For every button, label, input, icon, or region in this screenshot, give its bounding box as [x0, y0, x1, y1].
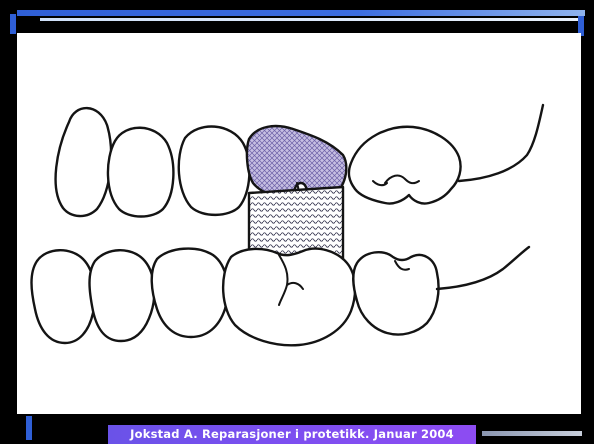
lower-gumline: [437, 247, 529, 289]
lower-tooth-1: [32, 250, 95, 343]
dental-bridge-illustration: [17, 33, 581, 414]
slide-caption: Jokstad A. Reparasjoner i protetikk. Jan…: [108, 425, 476, 444]
lower-tooth-5: [353, 252, 438, 334]
bottom-left-corner-bar: [26, 416, 32, 440]
upper-gumline: [459, 105, 543, 181]
lower-tooth-3: [152, 249, 228, 337]
upper-arch: [56, 105, 543, 265]
lower-arch: [32, 247, 530, 345]
upper-tooth-1: [56, 108, 111, 216]
slide-content-panel: [17, 33, 581, 414]
lower-tooth-2: [90, 250, 155, 341]
upper-molar: [349, 127, 461, 204]
bottom-right-accent-bar: [482, 431, 582, 436]
top-accent-bar-light: [40, 18, 580, 21]
lower-molar-abutment: [223, 249, 355, 346]
top-accent-bar: [17, 10, 585, 16]
upper-tooth-2: [108, 128, 173, 217]
top-left-corner-bar: [10, 14, 16, 34]
upper-tooth-3: [179, 127, 250, 215]
